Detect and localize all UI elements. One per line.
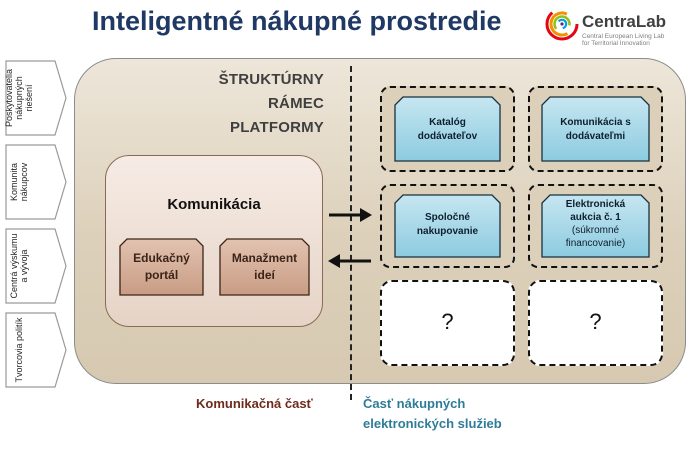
placeholder-question-mark: ? — [441, 309, 454, 334]
service-label-line1: Spoločné — [424, 212, 470, 223]
stakeholder-chevron-buyers: Komunita nákupcov — [5, 144, 67, 220]
service-label-line1: Elektronická — [565, 199, 626, 210]
service-label-line3: (súkromné — [571, 225, 620, 236]
placeholder-question-mark: ? — [589, 309, 602, 334]
service-shape — [541, 96, 650, 162]
placeholder-service-box: ? — [528, 280, 663, 366]
module-shape — [219, 238, 310, 296]
module-label-line2: portál — [144, 268, 179, 282]
stakeholder-label: Komunita nákupcov — [9, 162, 29, 202]
arrow-left-icon — [328, 254, 371, 268]
stakeholder-label: Centrá výskumu a vývoja — [9, 233, 29, 299]
frame-title-line2: PLATFORMY — [229, 119, 324, 136]
frame-title: ŠTRUKTÚRNY RÁMEC PLATFORMY — [160, 68, 324, 140]
service-label-line2: dodávateľmi — [565, 131, 626, 142]
frame-title-line1: ŠTRUKTÚRNY RÁMEC — [218, 71, 324, 112]
service-label-line1: Komunikácia s — [560, 117, 631, 128]
module-label-line2: ideí — [254, 268, 275, 282]
service-shape — [394, 96, 501, 162]
eservices-part-label: Časť nákupných elektronických služieb — [363, 394, 502, 434]
stakeholder-chevron-policy: Tvorcovia politík — [5, 312, 67, 388]
service-joint-purchasing: Spoločné nakupovanie — [394, 194, 501, 258]
section-divider — [350, 66, 352, 400]
centralab-logo: CentraLab Central European Living Lab fo… — [544, 6, 690, 50]
module-shape — [119, 238, 204, 296]
stakeholder-chevron-providers: Poskytovatelia nákupných riešení — [4, 60, 67, 136]
service-shape — [394, 194, 501, 258]
chevron-shape — [5, 144, 67, 220]
centralab-logo-icon — [545, 7, 579, 41]
stakeholder-label: Tvorcovia politík — [14, 317, 24, 383]
logo-subtitle-line1: Central European Living Lab — [582, 33, 665, 40]
chevron-shape — [5, 312, 67, 388]
logo-subtitle-line2: for Territorial Innovation — [582, 40, 650, 47]
module-education-portal: Edukačný portál — [119, 238, 204, 296]
communication-title: Komunikácia — [167, 196, 261, 213]
service-supplier-communication: Komunikácia s dodávateľmi — [541, 96, 650, 162]
service-label-line2: nakupovanie — [416, 226, 479, 237]
service-shape — [541, 194, 650, 258]
service-electronic-auction: Elektronická aukcia č. 1 (súkromné finan… — [541, 194, 650, 258]
communication-part-label: Komunikačná časť — [196, 396, 313, 411]
service-label-line2: aukcia č. 1 — [570, 212, 621, 223]
module-label-line1: Edukačný — [133, 251, 190, 265]
eservices-label-line2: elektronických služieb — [363, 416, 502, 431]
service-label-line1: Katalóg — [429, 117, 466, 128]
module-label-line1: Manažment — [231, 251, 298, 265]
service-label-line4: financovanie) — [565, 238, 626, 249]
eservices-label-line1: Časť nákupných — [363, 396, 466, 411]
exchange-arrows — [328, 208, 372, 268]
logo-name: CentraLab — [582, 12, 667, 31]
stakeholder-chevron-research: Centrá výskumu a vývoja — [5, 228, 67, 304]
chevron-shape — [5, 60, 67, 136]
placeholder-service-box: ? — [380, 280, 515, 366]
chevron-shape — [5, 228, 67, 304]
service-label-line2: dodávateľov — [417, 131, 478, 142]
arrow-right-icon — [329, 208, 372, 222]
module-idea-management: Manažment ideí — [219, 238, 310, 296]
service-supplier-catalog: Katalóg dodávateľov — [394, 96, 501, 162]
stakeholder-label: Poskytovatelia nákupných riešení — [4, 68, 34, 128]
page-title: Inteligentné nákupné prostredie — [92, 6, 502, 36]
